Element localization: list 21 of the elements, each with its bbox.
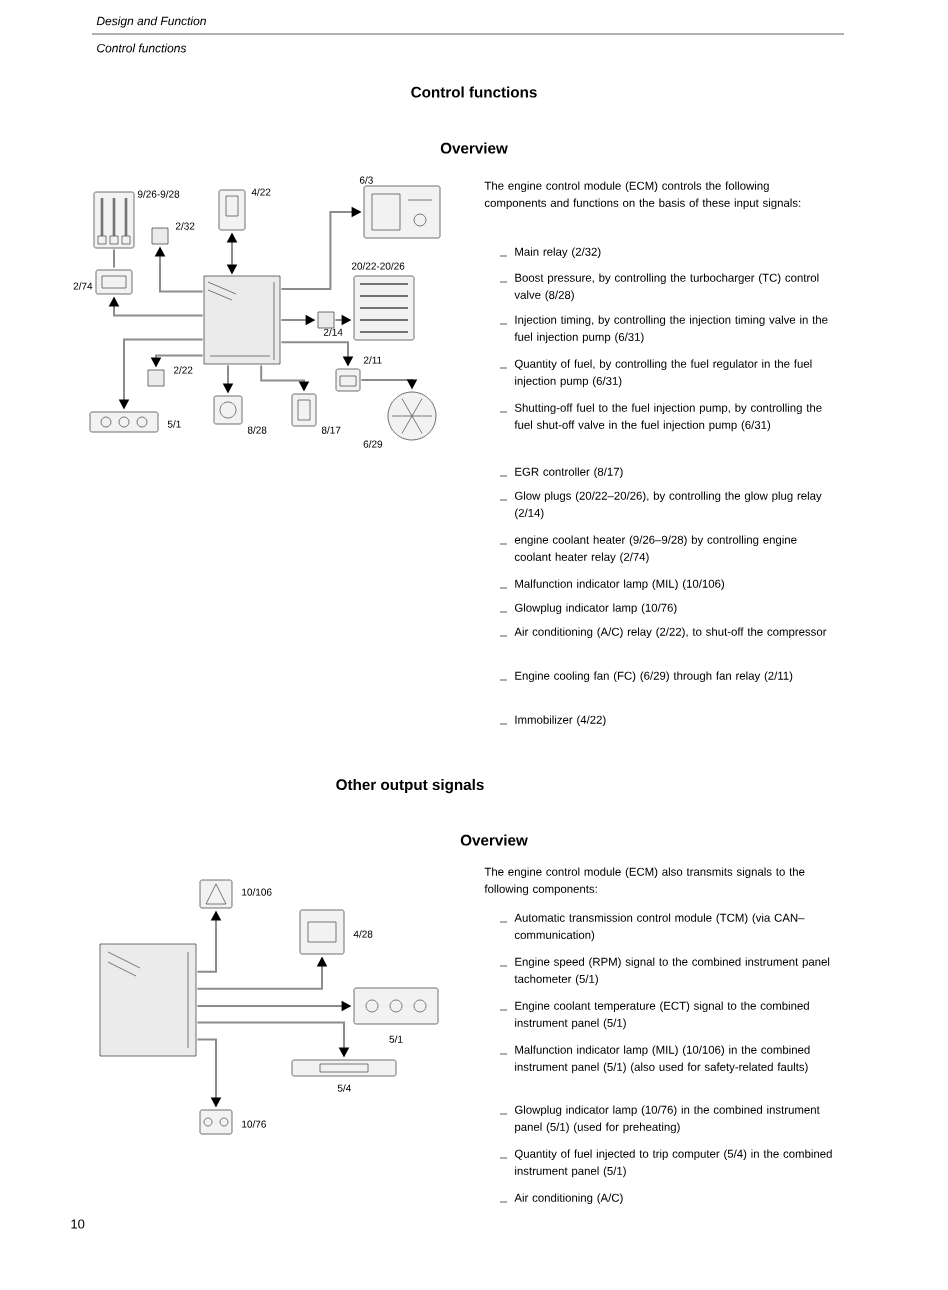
valve-drawing [213, 395, 243, 425]
control-module-drawing [99, 943, 197, 1057]
relay-drawing [151, 227, 169, 245]
indicator-lamp-icon [199, 1109, 233, 1135]
fan-drawing [387, 391, 437, 441]
instrument-panel-drawing [353, 987, 439, 1025]
control-unit-drawing [299, 909, 345, 955]
warning-lamp-icon [199, 879, 233, 909]
relay-drawing [147, 369, 165, 387]
glow-plug-drawing [353, 275, 415, 341]
valve-drawing [291, 393, 317, 427]
relay-drawing [335, 368, 361, 392]
instrument-panel-drawing [89, 411, 159, 433]
display-drawing [291, 1059, 397, 1077]
coolant-heater-drawing [93, 191, 135, 249]
injection-pump-drawing [363, 185, 441, 239]
control-unit-drawing [218, 189, 246, 231]
relay-drawing [95, 269, 133, 295]
relay-drawing [317, 311, 335, 329]
control-module-drawing [203, 275, 281, 365]
connector-line [113, 248, 115, 269]
